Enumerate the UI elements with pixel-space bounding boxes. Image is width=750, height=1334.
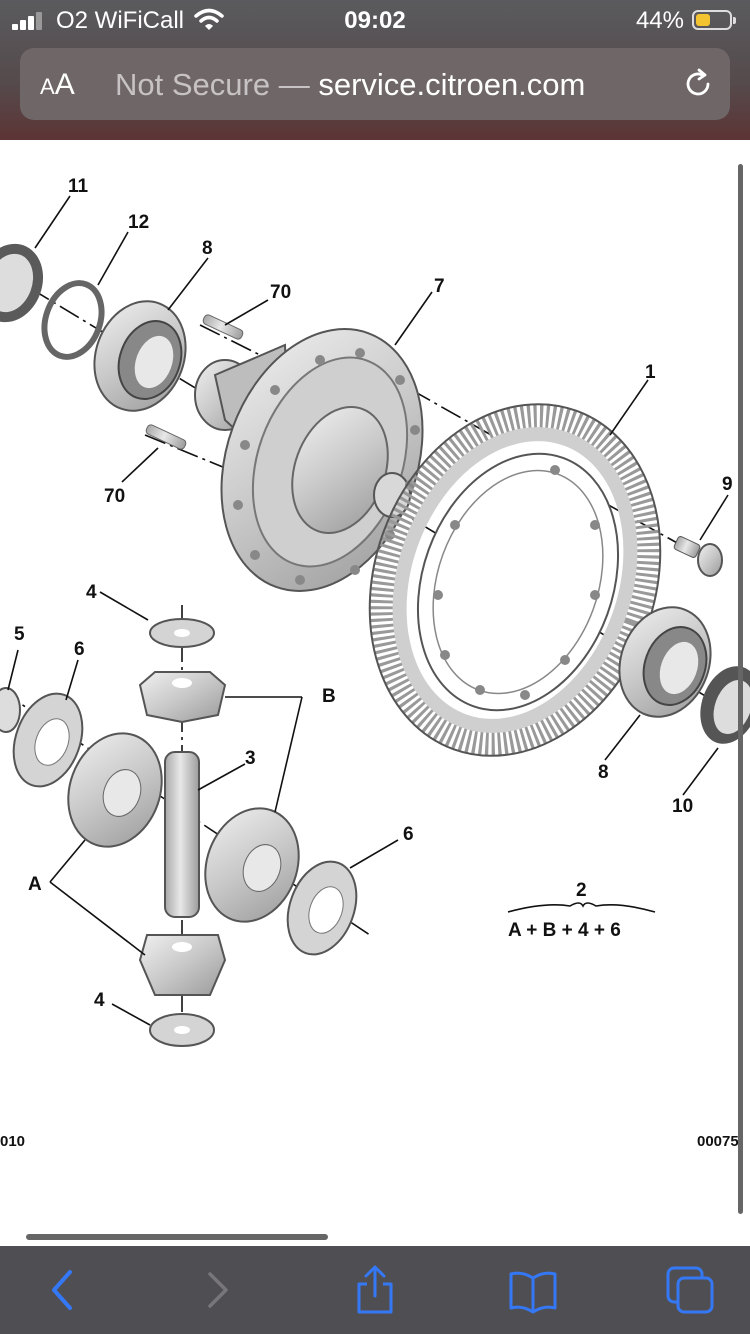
- cellular-signal-icon: [12, 12, 52, 30]
- page-content: 11 12 8 70 7 1 70 9 4 5 6 B 3 6 A 4 8 10…: [0, 140, 750, 1246]
- label-B: B: [322, 686, 336, 707]
- label-70-top: 70: [270, 282, 291, 303]
- bookmarks-icon[interactable]: [505, 1262, 561, 1318]
- label-6-right: 6: [403, 824, 414, 845]
- forward-chevron-icon[interactable]: [190, 1262, 246, 1318]
- part-7-differential-housing: [194, 328, 424, 592]
- figure-code-right: 00075: [697, 1133, 739, 1150]
- label-7: 7: [434, 276, 445, 297]
- label-3: 3: [245, 748, 256, 769]
- part-70-pin-bottom: [145, 424, 187, 450]
- url-text[interactable]: Not Secure — service.citroen.com: [115, 67, 585, 103]
- figure-code-left: 010: [0, 1133, 25, 1150]
- carrier-name: O2 WiFiCall: [56, 7, 185, 34]
- label-4-bottom: 4: [94, 990, 105, 1011]
- label-9: 9: [722, 474, 733, 495]
- part-3-shaft: [164, 751, 200, 918]
- address-bar[interactable]: AA Not Secure — service.citroen.com: [20, 48, 730, 120]
- part-A-sun-gear-left: [67, 732, 163, 848]
- part-B-planet-gear-top: [138, 671, 227, 724]
- share-icon[interactable]: [347, 1262, 403, 1318]
- battery-fill: [696, 14, 710, 26]
- legend-number: 2: [576, 880, 587, 901]
- part-11-seal: [0, 243, 44, 323]
- battery-icon: [692, 10, 736, 30]
- label-11: 11: [68, 176, 89, 197]
- part-1-ring-gear: [368, 403, 662, 757]
- label-5: 5: [14, 624, 25, 645]
- part-6-thrust-washer-left: [12, 692, 84, 788]
- battery-percent: 44%: [635, 7, 684, 34]
- back-chevron-icon[interactable]: [34, 1262, 90, 1318]
- label-8-top: 8: [202, 238, 213, 259]
- browser-toolbar: [0, 1246, 750, 1334]
- tabs-icon[interactable]: [662, 1262, 718, 1318]
- leader-lines: [7, 195, 729, 1026]
- url-domain: service.citroen.com: [318, 67, 586, 102]
- label-8-bottom: 8: [598, 762, 609, 783]
- part-8-bearing-bottom: [618, 606, 712, 718]
- legend-formula: A + B + 4 + 6: [508, 920, 621, 941]
- label-10: 10: [672, 796, 693, 817]
- label-1: 1: [645, 362, 656, 383]
- part-8-bearing-top: [93, 300, 187, 412]
- exploded-diagram: 11 12 8 70 7 1 70 9 4 5 6 B 3 6 A 4 8 10…: [0, 176, 750, 1150]
- part-9-bolt: [673, 536, 723, 577]
- part-B-planet-gear-bottom: [138, 934, 227, 996]
- label-70-bottom: 70: [104, 486, 125, 507]
- security-warning: Not Secure —: [115, 67, 310, 102]
- wifi-icon: [194, 8, 224, 30]
- label-4-top: 4: [86, 582, 97, 603]
- part-5: [0, 687, 21, 733]
- reader-settings-button[interactable]: AA: [40, 68, 75, 101]
- horizontal-scrollbar[interactable]: [26, 1234, 328, 1240]
- part-70-pin-top: [202, 314, 244, 340]
- label-12: 12: [128, 212, 149, 233]
- vertical-scrollbar[interactable]: [738, 164, 743, 1214]
- part-6-thrust-washer-right: [286, 860, 358, 956]
- label-A: A: [28, 874, 42, 895]
- label-6-left: 6: [74, 639, 85, 660]
- reload-icon[interactable]: [680, 66, 716, 102]
- part-A-sun-gear-right: [204, 807, 300, 923]
- browser-chrome-top: O2 WiFiCall 09:02 44% AA Not Secure — se…: [0, 0, 750, 140]
- status-time: 09:02: [344, 7, 406, 34]
- part-12-shim: [41, 280, 105, 360]
